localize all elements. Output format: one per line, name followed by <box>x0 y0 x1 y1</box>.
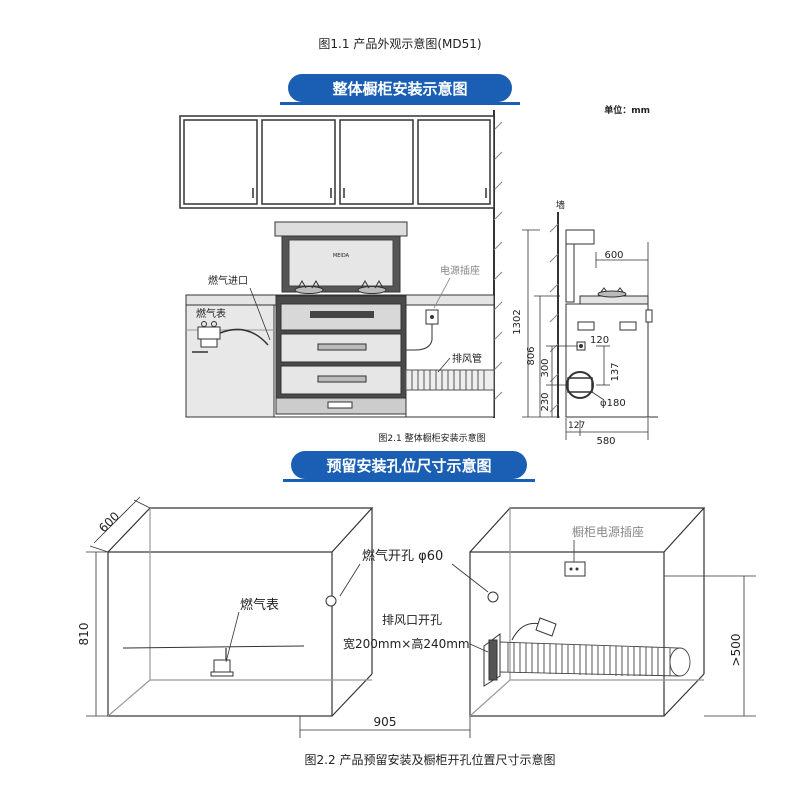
dim-600-side: 600 <box>604 250 623 261</box>
dim-120: 120 <box>590 335 609 346</box>
power-socket-label: 电源插座 <box>440 264 480 277</box>
unit-label: 单位：mm <box>604 104 650 116</box>
exhaust-pipe-leader <box>437 357 451 373</box>
stove-burners <box>294 279 387 294</box>
stove-hood: MEIDA <box>274 221 408 293</box>
cabinet-socket-label: 橱柜电源插座 <box>572 524 644 539</box>
section1-banner-text: 整体橱柜安装示意图 <box>332 80 467 98</box>
dim-min-height-lines <box>664 575 756 717</box>
side-view <box>549 212 658 418</box>
upper-cabinet-handles <box>252 188 487 198</box>
dim-127: 127 <box>568 421 585 431</box>
left-base-cabinet <box>185 304 275 418</box>
right-cabinet-box <box>469 507 706 717</box>
gas-hole-label: 燃气开孔 φ60 <box>362 548 443 564</box>
exhaust-pipe-label: 排风管 <box>452 352 482 365</box>
dim-height-810: 810 <box>77 623 91 646</box>
gas-meter <box>197 321 269 348</box>
section2-banner-text: 预留安装孔位尺寸示意图 <box>326 457 491 475</box>
exhaust-hole-label: 排风口开孔 <box>382 613 442 627</box>
section1-banner: 整体橱柜安装示意图 <box>280 74 520 105</box>
upper-cabinets <box>179 115 495 209</box>
gas-inlet-label: 燃气进口 <box>208 274 248 287</box>
exhaust-size-label: 宽200mm×高240mm <box>343 636 470 651</box>
left-cabinet-box <box>107 507 374 717</box>
gas-meter-leader-2 <box>225 611 240 663</box>
figure-2-2-caption: 图2.2 产品预留安装及橱柜开孔位置尺寸示意图 <box>305 752 556 767</box>
exhaust-duct <box>499 641 691 677</box>
dim-height-lines <box>86 551 108 717</box>
section2-banner: 预留安装孔位尺寸示意图 <box>283 451 535 482</box>
cabinet-socket <box>564 540 586 577</box>
figure-1-1-caption: 图1.1 产品外观示意图(MD51) <box>318 36 481 51</box>
dim-phi180: φ180 <box>600 398 626 409</box>
gas-inlet-leader <box>249 287 271 341</box>
dim-min-height-500: >500 <box>729 634 743 667</box>
right-base-cabinet <box>405 304 495 418</box>
dim-300: 300 <box>540 358 551 377</box>
gas-meter-label: 燃气表 <box>196 307 226 320</box>
dim-230: 230 <box>540 392 551 411</box>
dim-580: 580 <box>596 436 615 447</box>
front-wall-hatch <box>493 121 503 401</box>
gas-hole-left <box>325 595 337 607</box>
power-socket-leader <box>433 277 451 309</box>
exhaust-leader <box>469 643 489 653</box>
gas-hole-right <box>487 591 499 603</box>
dim-width-905: 905 <box>374 715 397 729</box>
dim-137: 137 <box>610 362 621 381</box>
svg-text:MEIDA: MEIDA <box>333 253 350 259</box>
dim-depth-600: 600 <box>96 509 122 535</box>
dim-depth-lines <box>89 496 151 553</box>
figure-2-1-caption: 图2.1 整体橱柜安装示意图 <box>378 432 485 444</box>
side-dimension-lines <box>522 229 649 440</box>
power-socket <box>406 309 439 351</box>
exhaust-flap <box>511 617 557 641</box>
dim-width-lines <box>299 716 471 738</box>
gas-hole-leader-left <box>339 563 361 597</box>
gas-meter-label-2: 燃气表 <box>240 597 279 613</box>
gas-hole-leader-right <box>451 563 489 593</box>
dim-1302: 1302 <box>512 309 523 334</box>
dim-806: 806 <box>526 346 537 365</box>
left-gas-pipe <box>122 645 305 677</box>
exhaust-outlet-frame <box>483 633 501 687</box>
stove-body <box>275 295 407 415</box>
exhaust-pipe <box>405 369 495 391</box>
wall-label: 墙 <box>556 199 565 211</box>
